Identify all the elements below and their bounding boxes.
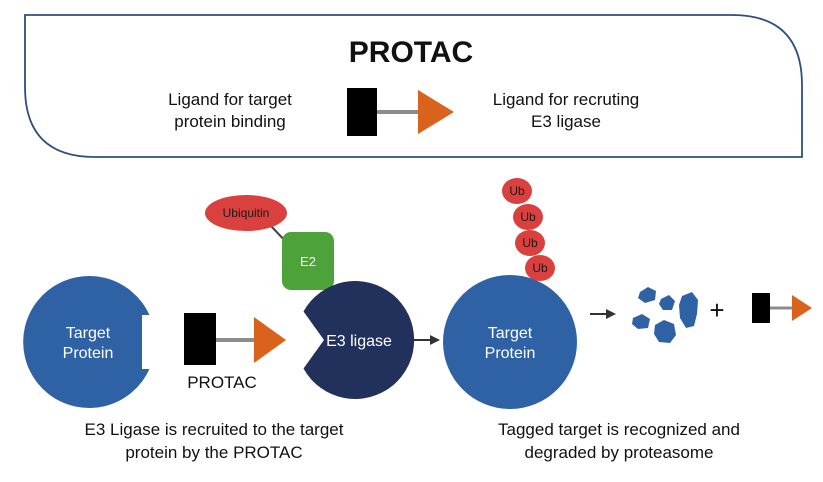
ub-tag	[513, 204, 543, 230]
left-target-protein: Target Protein	[23, 276, 150, 409]
target-ligand-block	[184, 313, 216, 365]
right-caption-line1: Tagged target is recognized and	[498, 420, 740, 439]
e3-ligand-triangle	[418, 90, 454, 134]
e3-ligand-triangle	[792, 295, 812, 321]
ubiquitin-chain: Ub Ub Ub Ub	[502, 178, 555, 281]
e3-ligase: E3 ligase	[303, 281, 415, 400]
e3-ligase-shape	[303, 281, 415, 400]
peptide-fragment	[654, 320, 676, 343]
target-protein-label-line1: Target	[488, 325, 533, 342]
plus-sign: +	[709, 295, 724, 325]
header-left-label-line1: Ligand for target	[168, 90, 292, 109]
target-protein-circle	[443, 275, 577, 409]
header-right-label-line2: E3 ligase	[531, 112, 601, 131]
e2-enzyme	[282, 232, 334, 290]
target-ligand-block	[752, 293, 770, 323]
peptide-fragment	[659, 295, 675, 310]
peptide-fragment	[632, 314, 650, 329]
left-caption-line2: protein by the PROTAC	[125, 443, 302, 462]
step-arrow-2	[590, 309, 616, 319]
ubiquitin-ellipse	[205, 195, 287, 231]
header-right-label-line1: Ligand for recruting	[493, 90, 639, 109]
target-protein-label-line1: Target	[66, 325, 111, 342]
step-arrow-1	[412, 335, 440, 345]
e2-label: E2	[300, 254, 316, 269]
e3-ligase-label: E3 ligase	[326, 333, 392, 350]
left-caption-line1: E3 Ligase is recruited to the target	[85, 420, 344, 439]
peptide-fragment	[638, 287, 656, 303]
target-protein-label-line2: Protein	[485, 345, 536, 362]
ub-tag-label: Ub	[509, 184, 525, 198]
e3-ligand-triangle	[254, 317, 286, 363]
ub-tag	[515, 230, 545, 256]
ubiquitin-label: Ubiquitin	[223, 206, 270, 220]
ub-tag	[525, 255, 555, 281]
protac-label: PROTAC	[187, 373, 257, 392]
degraded-peptide-fragments	[632, 287, 698, 343]
ub-tag-label: Ub	[532, 261, 548, 275]
target-protein-shape	[23, 276, 150, 409]
recycled-protac-molecule	[752, 293, 812, 323]
ub-tag-label: Ub	[522, 236, 538, 250]
target-protein-label-line2: Protein	[63, 345, 114, 362]
header-frame	[24, 14, 803, 158]
left-protac-molecule	[184, 313, 286, 365]
ub-tag	[502, 178, 532, 204]
header-protac-molecule	[347, 88, 454, 136]
right-target-protein: Target Protein	[443, 275, 577, 409]
header-left-label-line2: protein binding	[174, 112, 286, 131]
peptide-fragment	[679, 292, 698, 328]
ub-tag-label: Ub	[520, 210, 536, 224]
target-ligand-block	[347, 88, 377, 136]
right-caption-line2: degraded by proteasome	[524, 443, 713, 462]
header-title: PROTAC	[349, 36, 473, 69]
